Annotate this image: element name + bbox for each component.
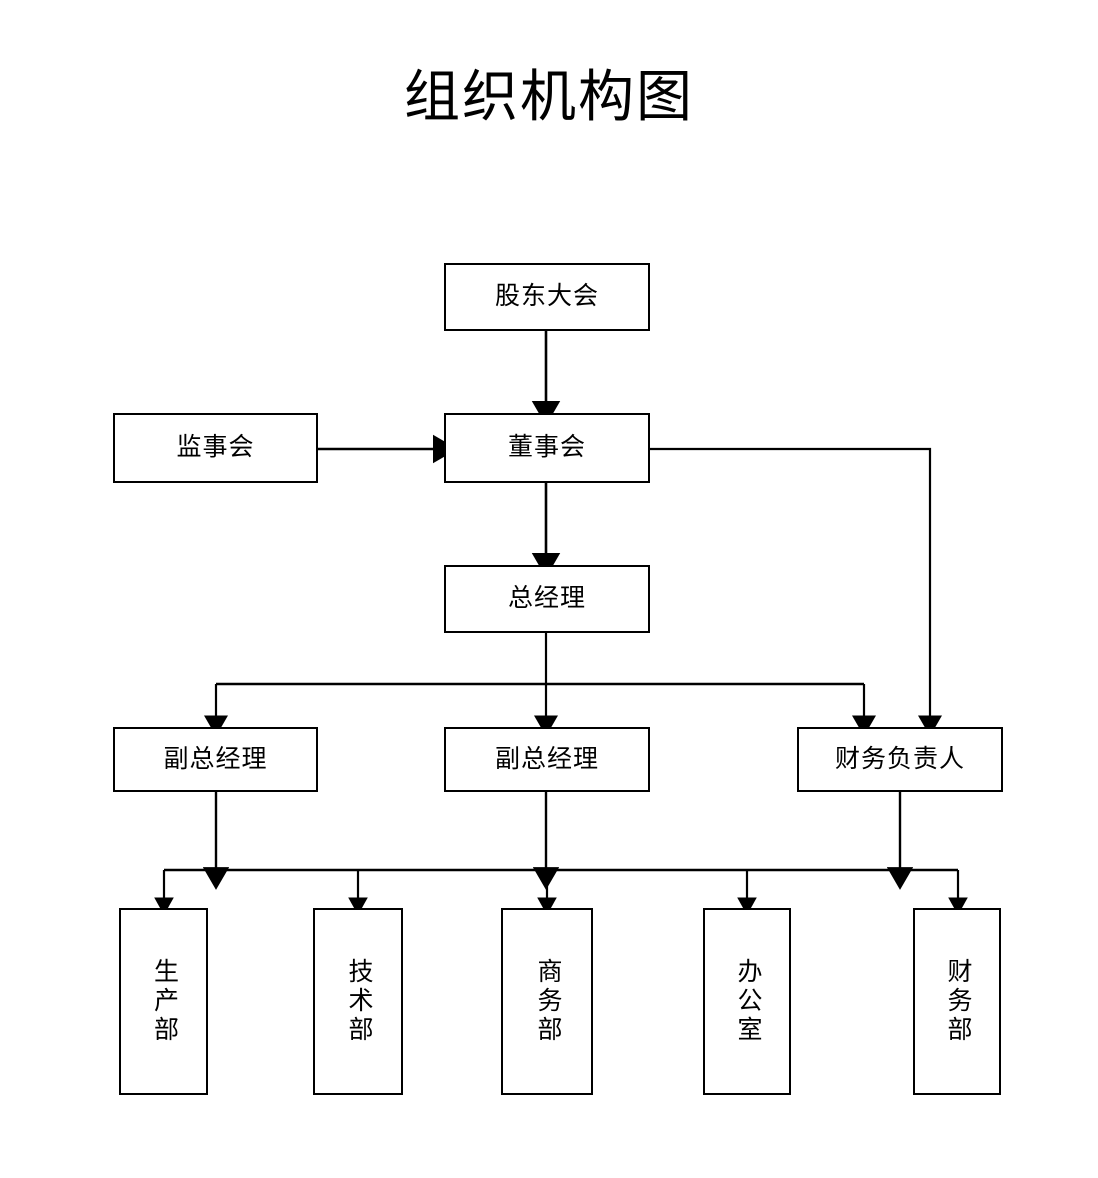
node-label: 副总经理 xyxy=(494,745,599,773)
node-label: 财务部 xyxy=(944,958,971,1045)
edge-board-to-finance-head xyxy=(650,447,943,737)
node-label: 副总经理 xyxy=(163,745,268,773)
node-label: 董事会 xyxy=(507,434,586,461)
node-board-of-directors[interactable]: 董事会 xyxy=(444,413,650,483)
node-business-department[interactable]: 商务部 xyxy=(501,908,593,1095)
node-office[interactable]: 办公室 xyxy=(703,908,791,1095)
node-label: 财务负责人 xyxy=(834,745,965,773)
node-label: 总经理 xyxy=(507,585,586,612)
node-deputy-general-manager-2[interactable]: 副总经理 xyxy=(444,727,650,792)
node-finance-department[interactable]: 财务部 xyxy=(913,908,1001,1095)
node-general-manager[interactable]: 总经理 xyxy=(444,565,650,633)
node-technology-department[interactable]: 技术部 xyxy=(313,908,403,1095)
node-shareholders[interactable]: 股东大会 xyxy=(444,263,650,331)
node-finance-head[interactable]: 财务负责人 xyxy=(797,727,1003,792)
node-label: 股东大会 xyxy=(494,283,599,310)
node-label: 办公室 xyxy=(734,958,761,1045)
node-production-department[interactable]: 生产部 xyxy=(119,908,208,1095)
node-label: 商务部 xyxy=(534,958,561,1045)
node-label: 监事会 xyxy=(176,434,255,461)
node-label: 技术部 xyxy=(345,958,372,1045)
node-label: 生产部 xyxy=(150,958,178,1045)
page-title: 组织机构图 xyxy=(404,67,694,129)
node-supervisors[interactable]: 监事会 xyxy=(113,413,318,483)
node-deputy-general-manager-1[interactable]: 副总经理 xyxy=(113,727,318,792)
